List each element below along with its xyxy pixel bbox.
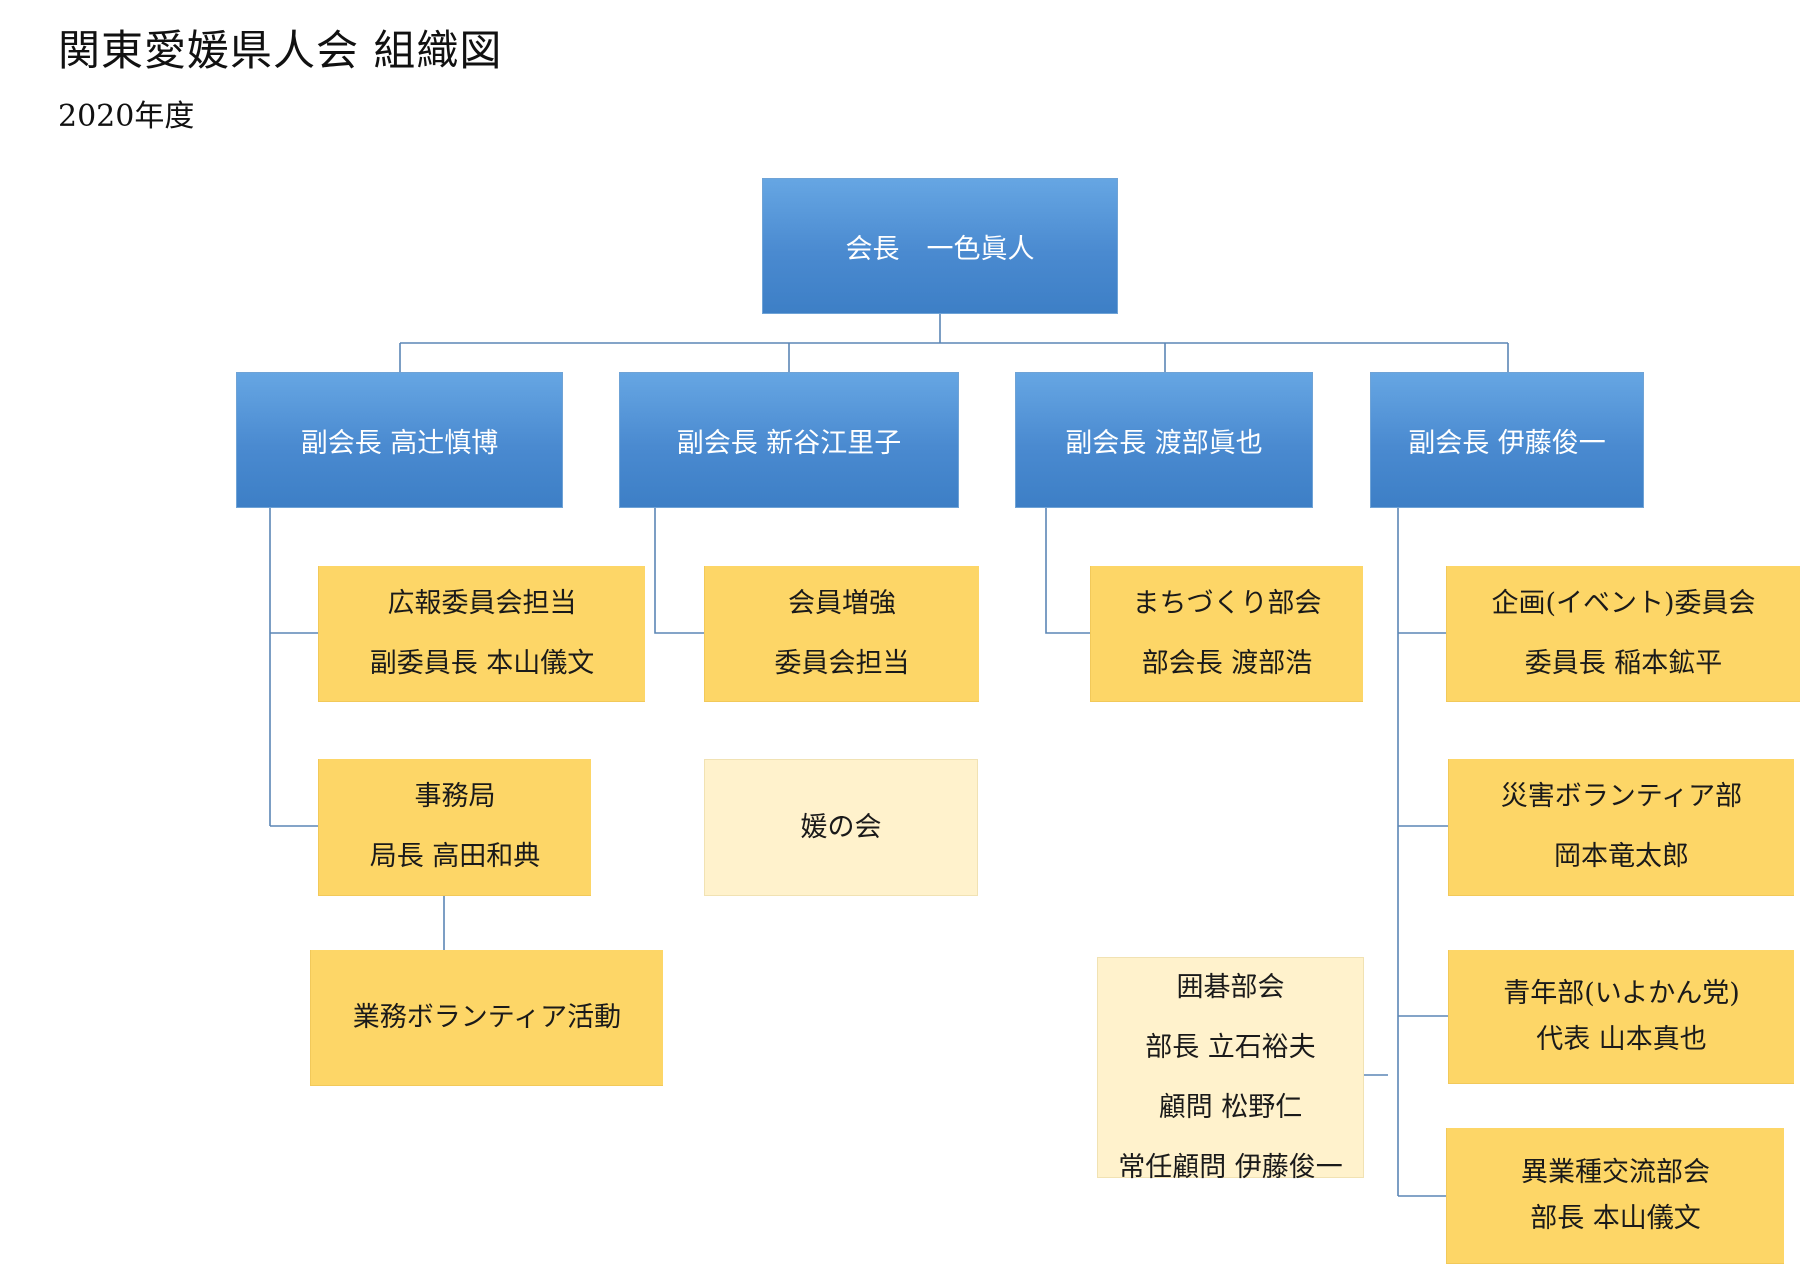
vice-president-label: 副会長 伊藤俊一 <box>1408 427 1606 459</box>
committee-line: 媛の会 <box>800 811 882 843</box>
committee-box-secretariat: 事務局 局長 高田和典 <box>318 759 591 896</box>
committee-box-machizukuri: まちづくり部会 部会長 渡部浩 <box>1090 566 1363 702</box>
vice-president-label: 副会長 渡部眞也 <box>1065 427 1263 459</box>
vice-president-box: 副会長 高辻慎博 <box>236 372 563 508</box>
committee-box-planning: 企画(イベント)委員会 委員長 稲本鉱平 <box>1446 566 1800 702</box>
committee-line: 広報委員会担当 <box>387 587 577 619</box>
vice-president-box: 副会長 伊藤俊一 <box>1370 372 1644 508</box>
committee-line: 部長 立石裕夫 <box>1145 1032 1316 1063</box>
committee-line: 顧問 松野仁 <box>1158 1092 1303 1123</box>
page-subtitle: 2020年度 <box>58 99 195 134</box>
committee-box-volunteer-work: 業務ボランティア活動 <box>310 950 663 1086</box>
committee-box-pr: 広報委員会担当 副委員長 本山儀文 <box>318 566 645 702</box>
committee-line: 囲碁部会 <box>1176 972 1285 1003</box>
connector-vp4 <box>1397 508 1448 1197</box>
connector-vp2 <box>654 508 704 634</box>
committee-box-igo: 囲碁部会 部長 立石裕夫 顧問 松野仁 常任顧問 伊藤俊一 <box>1097 957 1364 1183</box>
committee-line: 部会長 渡部浩 <box>1141 647 1313 679</box>
vice-president-box: 副会長 渡部眞也 <box>1015 372 1313 508</box>
committee-box-membership: 会員増強 委員会担当 <box>704 566 979 702</box>
committee-line: 部長 本山儀文 <box>1530 1202 1701 1234</box>
committee-line: 青年部(いよかん党) <box>1503 977 1740 1009</box>
committee-line: 事務局 <box>414 781 496 812</box>
committee-line: まちづくり部会 <box>1132 587 1322 619</box>
committee-line: 常任顧問 伊藤俊一 <box>1118 1152 1343 1183</box>
connector-vp3 <box>1045 508 1090 634</box>
committee-box-youth: 青年部(いよかん党) 代表 山本真也 <box>1448 950 1794 1084</box>
committee-line: 災害ボランティア部 <box>1500 781 1743 812</box>
vice-president-label: 副会長 新谷江里子 <box>676 427 902 459</box>
committee-box-disaster-volunteer: 災害ボランティア部 岡本竜太郎 <box>1448 759 1794 896</box>
president-label: 会長 一色眞人 <box>845 233 1035 265</box>
committee-line: 代表 山本真也 <box>1536 1023 1707 1055</box>
committee-line: 岡本竜太郎 <box>1554 841 1689 872</box>
committee-line: 委員長 稲本鉱平 <box>1524 647 1723 679</box>
committee-line: 委員会担当 <box>774 647 910 679</box>
committee-line: 異業種交流部会 <box>1521 1156 1710 1188</box>
committee-box-hime-no-kai: 媛の会 <box>704 759 978 896</box>
president-box: 会長 一色眞人 <box>762 178 1118 314</box>
page-title: 関東愛媛県人会 組織図 <box>58 26 503 75</box>
committee-line: 業務ボランティア活動 <box>352 1001 622 1033</box>
committee-line: 企画(イベント)委員会 <box>1491 587 1756 619</box>
committee-line: 局長 高田和典 <box>369 841 541 872</box>
connector-vp1 <box>269 508 318 827</box>
committee-box-cross-industry: 異業種交流部会 部長 本山儀文 <box>1446 1128 1784 1264</box>
committee-line: 副委員長 本山儀文 <box>369 647 595 679</box>
committee-line: 会員増強 <box>788 587 896 619</box>
connector-president-bus <box>399 314 1509 372</box>
vice-president-box: 副会長 新谷江里子 <box>619 372 959 508</box>
vice-president-label: 副会長 高辻慎博 <box>300 427 499 459</box>
